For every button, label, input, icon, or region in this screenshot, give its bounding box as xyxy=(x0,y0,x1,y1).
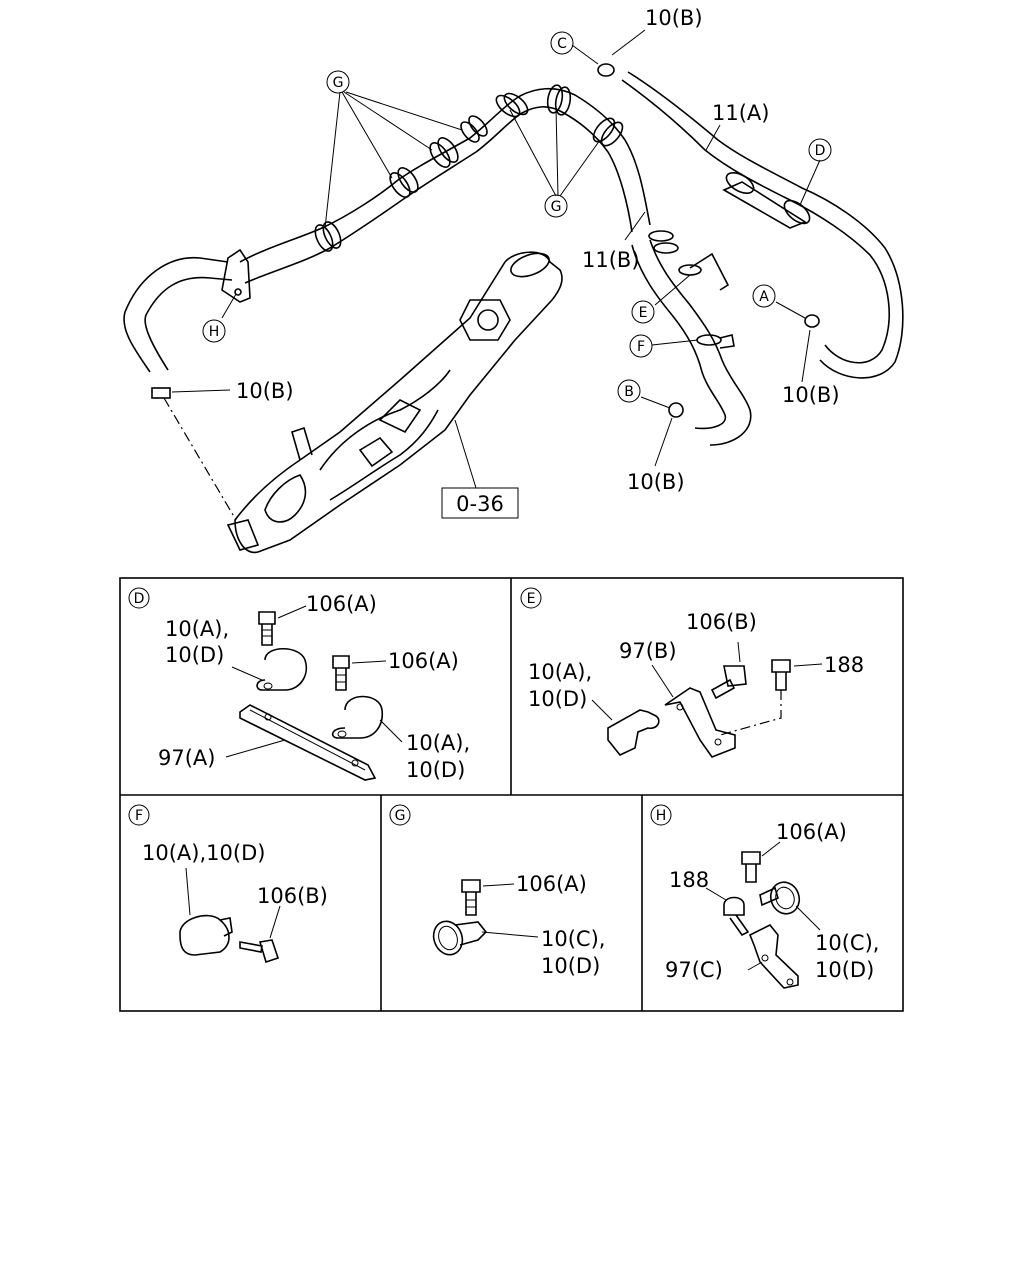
panel-f-bolt-label: 106(B) xyxy=(257,884,328,908)
panel-g-bolt-label: 106(A) xyxy=(516,872,587,896)
main-leaders xyxy=(171,29,821,489)
callout-b xyxy=(617,379,641,403)
panel-d-clamp-right-label-2: 10(D) xyxy=(406,758,465,782)
callout-c xyxy=(550,31,574,55)
callout-e xyxy=(631,300,655,324)
panel-e-bolt2-label: 188 xyxy=(824,653,864,677)
panel-e-bolt-label: 106(B) xyxy=(686,610,757,634)
panel-h-bolt2-label: 188 xyxy=(669,868,709,892)
panel-e-clamp-label-1: 10(A), xyxy=(528,660,592,684)
panel-f-letter: F xyxy=(135,808,143,824)
panel-e-letter: E xyxy=(527,591,536,607)
callout-f-label: F xyxy=(637,339,645,355)
panel-h-badge xyxy=(650,804,672,826)
panel-e-badge xyxy=(520,587,542,609)
panel-h-bracket-label: 97(C) xyxy=(665,958,723,982)
callout-f xyxy=(629,334,653,358)
label-10b-b: 10(B) xyxy=(627,470,685,494)
main-part-labels: 10(B) 11(A) 11(B) 10(B) 10(B) 10(B) 0-36 xyxy=(236,6,840,519)
hose-assembly xyxy=(123,63,904,521)
panel-f-clamp-label: 10(A),10(D) xyxy=(142,841,265,865)
reference-box-label: 0-36 xyxy=(456,492,504,516)
panel-g: G 106(A) 10(C), 10(D) xyxy=(389,804,605,978)
callout-g-lower xyxy=(544,194,568,218)
panel-f-badge xyxy=(128,804,150,826)
callout-e-label: E xyxy=(639,305,648,321)
panel-e: E 106(B) 97(B) 188 10(A), 10(D) xyxy=(520,587,864,758)
callout-g-upper-label: G xyxy=(333,75,344,91)
heater-unit-0-36 xyxy=(226,251,563,554)
panel-h: H 106(A) 188 10(C), 10(D) 97(C) xyxy=(650,804,879,989)
callout-a-label: A xyxy=(759,289,769,305)
panel-f: F 10(A),10(D) 106(B) xyxy=(128,804,328,964)
callout-h xyxy=(202,319,226,343)
label-11b: 11(B) xyxy=(582,248,640,272)
panel-g-clamp-label-2: 10(D) xyxy=(541,954,600,978)
panel-g-clamp-label-1: 10(C), xyxy=(541,927,605,951)
panel-d: D 106(A) 10(A), 10(D) 106(A) 10(A), 10(D… xyxy=(128,587,470,782)
panel-d-badge xyxy=(128,587,150,609)
panel-d-letter: D xyxy=(134,591,145,607)
panel-g-badge xyxy=(389,804,411,826)
label-10b-a: 10(B) xyxy=(782,383,840,407)
panel-h-letter: H xyxy=(656,808,667,824)
panel-h-bolt-label: 106(A) xyxy=(776,820,847,844)
callout-b-label: B xyxy=(624,384,634,400)
callout-h-label: H xyxy=(209,324,220,340)
panel-e-clamp-label-2: 10(D) xyxy=(528,687,587,711)
label-11a: 11(A) xyxy=(712,101,769,125)
panel-d-bolt-mid-label: 106(A) xyxy=(388,649,459,673)
panel-d-bolt-top-label: 106(A) xyxy=(306,592,377,616)
callout-a xyxy=(752,284,776,308)
main-callouts: G G C D E F A B H xyxy=(202,31,832,403)
panel-h-clamp-label-1: 10(C), xyxy=(815,931,879,955)
callout-d xyxy=(808,138,832,162)
label-10b-h: 10(B) xyxy=(236,379,294,403)
panel-g-letter: G xyxy=(395,808,406,824)
callout-g-upper xyxy=(326,70,350,94)
callout-c-label: C xyxy=(557,36,567,52)
reference-box xyxy=(441,487,519,519)
panel-e-bracket-label: 97(B) xyxy=(619,639,677,663)
panel-d-bracket-label: 97(A) xyxy=(158,746,215,770)
panel-h-clamp-label-2: 10(D) xyxy=(815,958,874,982)
detail-grid xyxy=(119,577,904,1012)
label-10b-c: 10(B) xyxy=(645,6,703,30)
callout-g-lower-label: G xyxy=(551,199,562,215)
panel-d-clamp-left-label-2: 10(D) xyxy=(165,643,224,667)
panel-d-clamp-right-label-1: 10(A), xyxy=(406,731,470,755)
panel-d-clamp-left-label-1: 10(A), xyxy=(165,617,229,641)
callout-d-label: D xyxy=(815,143,826,159)
